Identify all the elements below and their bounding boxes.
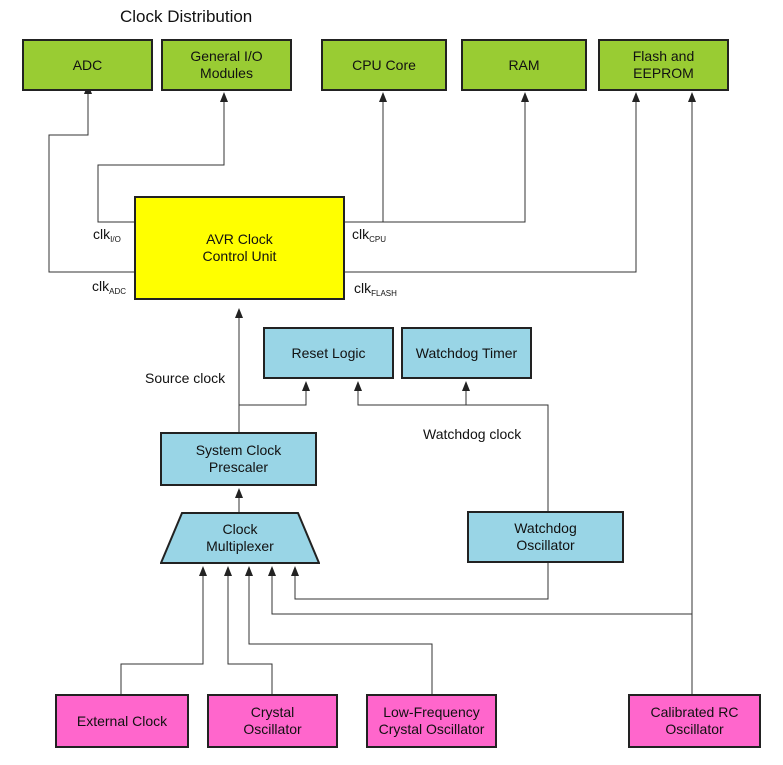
line-clk-cpu — [344, 102, 384, 223]
reset-logic-box: Reset Logic — [263, 327, 394, 379]
line-clk-ram — [383, 102, 526, 223]
clock-multiplexer-label: Clock Multiplexer — [206, 521, 274, 554]
clk-flash-label: clkFLASH — [354, 280, 397, 298]
watchdog-oscillator-box: Watchdog Oscillator — [467, 511, 624, 563]
crystal-oscillator-box: Crystal Oscillator — [207, 694, 338, 748]
line-clk-flash — [344, 102, 637, 273]
clk-adc-label: clkADC — [92, 278, 127, 296]
low-frequency-crystal-oscillator-box: Low-Frequency Crystal Oscillator — [366, 694, 497, 748]
line-clk-io — [97, 102, 225, 223]
adc-box: ADC — [22, 39, 153, 91]
clock-control-unit: AVR Clock Control Unit — [134, 196, 345, 300]
diagram-title: Clock Distribution — [120, 7, 253, 26]
clock-multiplexer-shape — [160, 512, 320, 564]
line-watchdog-clock — [357, 391, 549, 512]
line-external — [120, 574, 204, 694]
calibrated-rc-oscillator-box: Calibrated RC Oscillator — [628, 694, 761, 748]
line-wdosc-mux — [294, 563, 549, 600]
cpu-core-box: CPU Core — [321, 39, 447, 91]
line-clk-adc — [48, 94, 134, 273]
external-clock-box: External Clock — [55, 694, 189, 748]
source-clock-label: Source clock — [145, 370, 226, 386]
line-rc-mux — [271, 574, 692, 615]
gpio-box: General I/O Modules — [161, 39, 292, 91]
flash-eeprom-box: Flash and EEPROM — [598, 39, 729, 91]
clk-cpu-label: clkCPU — [352, 226, 387, 244]
ram-box: RAM — [461, 39, 587, 91]
watchdog-clock-label: Watchdog clock — [423, 426, 522, 442]
clk-io-label: clkI/O — [93, 226, 121, 244]
line-crystal — [227, 574, 273, 694]
system-clock-prescaler-box: System Clock Prescaler — [160, 432, 317, 486]
watchdog-timer-box: Watchdog Timer — [401, 327, 532, 379]
line-lowfreq — [248, 574, 433, 694]
line-to-reset — [239, 391, 307, 406]
